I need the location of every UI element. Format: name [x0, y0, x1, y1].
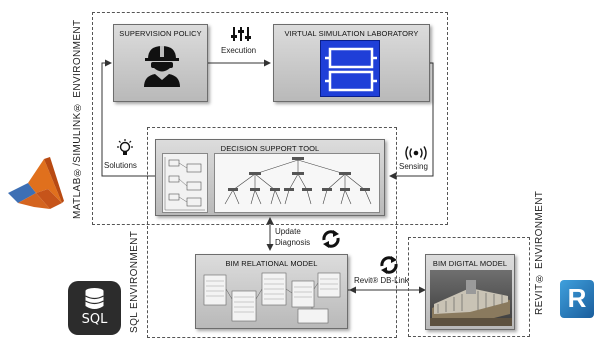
- db-link-label: Revit® DB-Link: [354, 276, 409, 285]
- sensing-label: Sensing: [399, 162, 428, 171]
- bim-digital-box: BIM DIGITAL MODEL: [425, 254, 515, 330]
- worker-icon: [144, 46, 180, 87]
- revit-environment-region: [408, 237, 530, 337]
- virtual-lab-title: VIRTUAL SIMULATION LABORATORY: [284, 29, 419, 38]
- bim-digital-title: BIM DIGITAL MODEL: [432, 259, 508, 268]
- sync-icon: [322, 230, 340, 248]
- decision-support-box: DECISION SUPPORT TOOL: [155, 139, 385, 216]
- bim-relational-title: BIM RELATIONAL MODEL: [225, 259, 318, 268]
- virtual-lab-box: VIRTUAL SIMULATION LABORATORY: [273, 24, 430, 102]
- supervision-policy-title: SUPERVISION POLICY: [119, 29, 202, 38]
- matlab-environment-region: [92, 12, 448, 225]
- decision-support-title: DECISION SUPPORT TOOL: [220, 144, 320, 153]
- relational-schema-thumbnail: [203, 272, 341, 324]
- db-link-sync-icon: [380, 256, 398, 274]
- sql-environment-region: [147, 127, 397, 338]
- sql-environment-label: SQL ENVIRONMENT: [129, 230, 140, 334]
- solutions-bulb-icon: [117, 139, 133, 155]
- sensing-icon: [405, 146, 427, 160]
- dst-block-diagram-thumbnail: [162, 153, 208, 213]
- update-label: Update: [275, 227, 301, 236]
- matlab-environment-label: MATLAB®/SIMULINK® ENVIRONMENT: [72, 19, 83, 219]
- sql-logo-text: SQL: [81, 312, 108, 327]
- simulink-block-icon: [320, 40, 380, 97]
- bim-relational-box: BIM RELATIONAL MODEL: [195, 254, 348, 329]
- solutions-label: Solutions: [104, 161, 137, 170]
- sql-logo: SQL: [68, 281, 121, 335]
- building-model-thumbnail: [430, 270, 512, 326]
- revit-environment-label: REVIT® ENVIRONMENT: [534, 190, 545, 315]
- execution-label: Execution: [221, 46, 257, 55]
- diagnosis-label: Diagnosis: [275, 238, 311, 247]
- supervision-policy-box: SUPERVISION POLICY: [113, 24, 208, 102]
- matlab-logo: [8, 157, 64, 209]
- dst-decision-tree-thumbnail: [214, 153, 380, 213]
- revit-logo: R: [560, 280, 594, 318]
- revit-logo-letter: R: [567, 283, 587, 313]
- execution-sliders-icon: [231, 27, 251, 41]
